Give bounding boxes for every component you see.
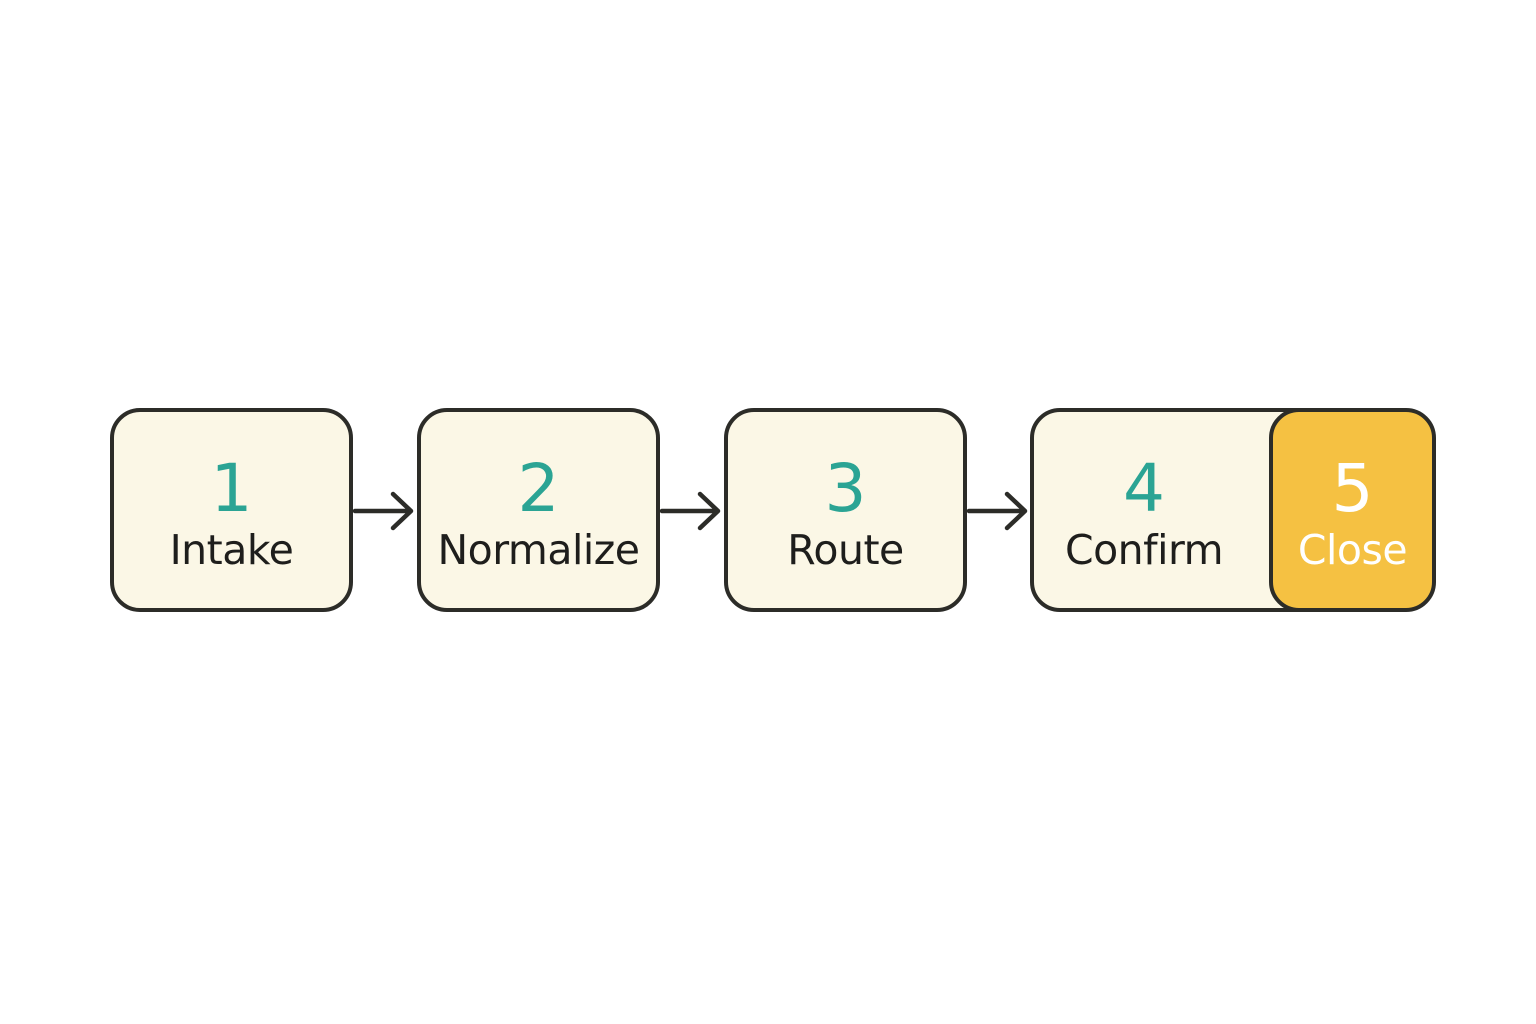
step-number: 4 <box>1123 449 1165 527</box>
arrow-right-icon <box>353 491 414 531</box>
step-number: 5 <box>1331 449 1374 527</box>
arrow-right-icon <box>967 491 1028 531</box>
step-label: Intake <box>169 525 294 574</box>
step-close: 5 Close <box>1269 408 1436 612</box>
step-number: 3 <box>824 449 867 527</box>
arrow-right-icon <box>660 491 721 531</box>
step-label: Route <box>787 525 904 574</box>
step-label: Normalize <box>437 525 640 574</box>
step-normalize: 2 Normalize <box>417 408 660 612</box>
step-intake: 1 Intake <box>110 408 353 612</box>
step-number: 1 <box>210 449 253 527</box>
step-number: 2 <box>517 449 560 527</box>
step-route: 3 Route <box>724 408 967 612</box>
step-label: Close <box>1297 525 1408 574</box>
step-label: Confirm <box>1064 525 1224 574</box>
